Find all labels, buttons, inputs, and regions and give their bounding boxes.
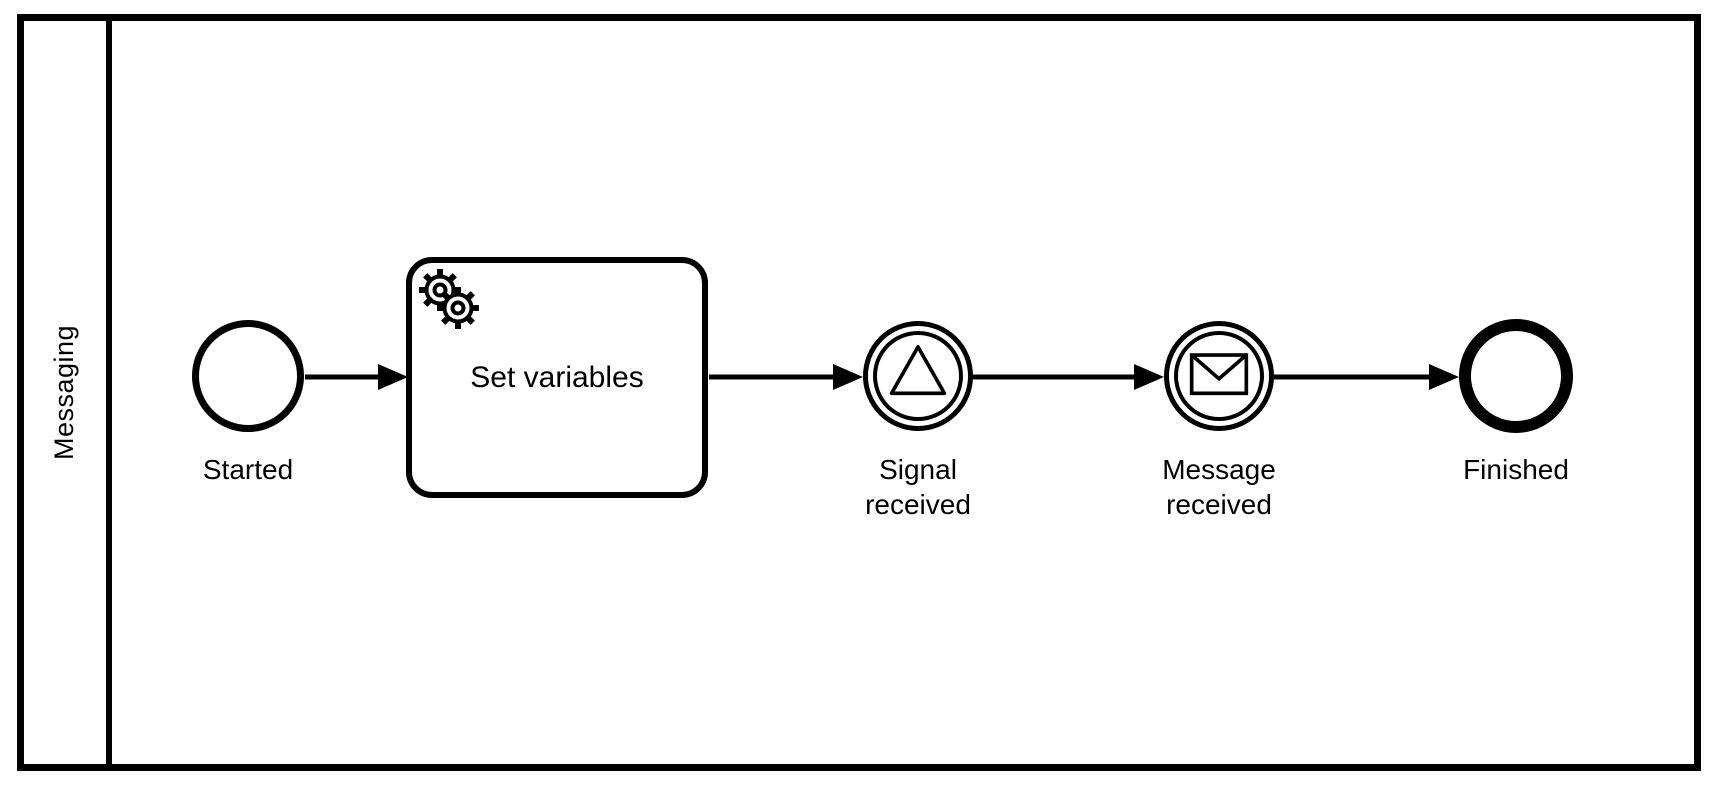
end-event[interactable] <box>1459 319 1573 433</box>
message-event-label: Message received <box>1162 454 1276 520</box>
sequence-flow-message-to-end[interactable] <box>1274 364 1459 390</box>
message-catch-event[interactable] <box>1164 321 1274 431</box>
end-event-label: Finished <box>1463 454 1569 485</box>
sequence-flow-signal-to-message[interactable] <box>973 364 1164 390</box>
start-event[interactable] <box>192 320 304 432</box>
arrowhead-icon <box>1134 364 1164 390</box>
event-inner-ring <box>873 331 963 421</box>
task-set-variables[interactable]: Set variables <box>406 257 708 498</box>
arrowhead-icon <box>378 364 408 390</box>
service-gears-icon <box>419 269 479 329</box>
lane-header[interactable]: Messaging <box>24 21 112 764</box>
signal-triangle-icon <box>889 345 947 396</box>
message-envelope-icon <box>1189 353 1249 396</box>
event-inner-ring <box>1174 331 1264 421</box>
sequence-flow-task-to-signal[interactable] <box>709 364 863 390</box>
arrowhead-icon <box>1429 364 1459 390</box>
arrowhead-icon <box>833 364 863 390</box>
signal-catch-event[interactable] <box>863 321 973 431</box>
signal-event-label: Signal received <box>865 454 971 520</box>
start-event-label: Started <box>202 454 294 485</box>
task-label: Set variables <box>470 360 644 394</box>
sequence-flow-start-to-task[interactable] <box>305 364 408 390</box>
